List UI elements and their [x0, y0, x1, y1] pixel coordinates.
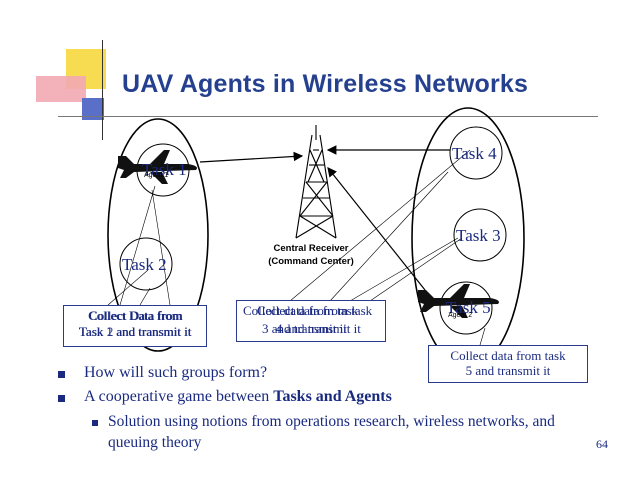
slide-title: UAV Agents in Wireless Networks — [122, 70, 529, 98]
bullet-marker-1 — [58, 371, 65, 378]
task3-circle — [453, 208, 507, 262]
central-receiver-line1: Central Receiver — [273, 243, 349, 254]
bullet-2-plain: A cooperative game between — [84, 388, 274, 405]
left-collect-line2: Task 1 and transmit it — [78, 324, 192, 339]
right-collect-line1: Collect data from task — [450, 348, 566, 363]
central-receiver-line2: (Command Center) — [268, 256, 354, 267]
task2-label: Task 2 — [122, 255, 167, 274]
task5-label: Task 5 — [446, 298, 491, 317]
plane-icon-agent1 — [118, 150, 197, 184]
middle-collect-line2-a: 3 and transmit it — [262, 321, 347, 336]
task1-label: Task 1 — [142, 160, 187, 179]
right-collect-line2: 5 and transmit it — [465, 363, 551, 378]
sub-bullet-1: Solution using notions from operations r… — [108, 413, 555, 451]
page-number: 64 — [596, 437, 608, 451]
decor-blue-square — [82, 98, 104, 120]
tower-icon — [295, 125, 337, 239]
bullet-2: A cooperative game between Tasks and Age… — [84, 388, 392, 406]
left-collect-line1: Collect Data from — [88, 308, 182, 323]
agent2-label: Agent 2 — [448, 312, 473, 319]
sub-bullet-marker-1 — [92, 420, 98, 426]
bullet-2-bold: Tasks and Agents — [273, 388, 392, 405]
left-collect-line2-overlap: Task 2 and transmit it — [79, 324, 192, 339]
task3-label: Task 3 — [456, 226, 501, 245]
task2-circle — [119, 237, 173, 291]
plane-icon-agent2 — [418, 284, 499, 318]
left-collect-box: Collect Data from Collect Data from Task… — [63, 305, 207, 347]
middle-collect-line2-b: 4 and transmit it — [276, 321, 361, 336]
task4-label: Task 4 — [452, 144, 497, 163]
middle-collect-box — [236, 300, 386, 342]
right-collect-box: Collect data from task 5 and transmit it — [428, 345, 588, 383]
decor-horizontal-line — [58, 116, 598, 117]
task5-circle — [439, 281, 493, 335]
bullet-1: How will such groups form? — [84, 364, 268, 381]
arrow-agent1-to-receiver — [199, 151, 304, 163]
middle-collect-line1-a: Collect data from task — [243, 303, 359, 318]
left-group-ellipse — [107, 118, 209, 352]
middle-collect-line1-b: Collect data from task — [257, 303, 373, 318]
decor-pink-square — [36, 76, 86, 102]
central-receiver-caption: Central Receiver (Command Center) — [268, 242, 354, 268]
left-collect-line1-overlap: Collect Data from — [89, 308, 183, 323]
arrow-agent2-to-receiver — [327, 167, 426, 291]
bullet-marker-2 — [58, 395, 65, 402]
agent1-label: Agent 1 — [144, 172, 169, 179]
task4-circle — [449, 126, 503, 180]
decor-vertical-line — [102, 40, 103, 140]
